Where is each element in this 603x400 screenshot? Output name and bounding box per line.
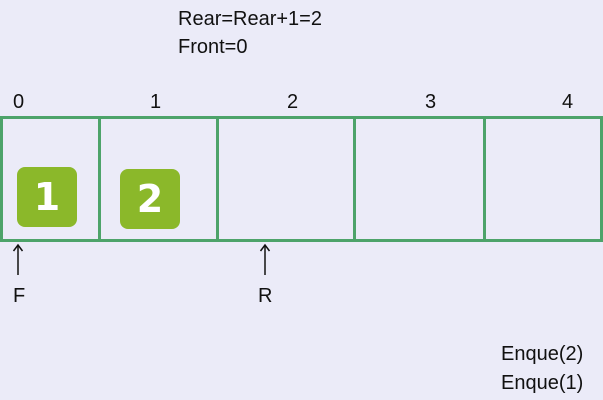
queue-cell-4 [486,119,600,239]
up-arrow-icon [259,243,271,275]
queue-value-box: 2 [120,169,180,229]
rear-pointer-label: R [258,285,273,307]
index-label-0: 0 [13,91,25,113]
index-label-2: 2 [287,91,299,113]
cell-divider [98,116,101,242]
operation-label: Enque(1) [501,372,584,394]
index-label-3: 3 [425,91,437,113]
cell-divider [600,116,603,242]
front-formula: Front=0 [178,36,248,58]
cell-divider [483,116,486,242]
operation-label: Enque(2) [501,343,584,365]
queue-cell-2 [219,119,353,239]
index-label-1: 1 [150,91,162,113]
index-label-4: 4 [562,91,574,113]
queue-value-box: 1 [17,167,77,227]
queue-cell-3 [356,119,483,239]
cell-divider [216,116,219,242]
cell-divider [0,116,3,242]
up-arrow-icon [12,243,24,275]
front-pointer-label: F [13,285,26,307]
rear-formula: Rear=Rear+1=2 [178,8,322,30]
queue-array [0,116,603,242]
cell-divider [353,116,356,242]
